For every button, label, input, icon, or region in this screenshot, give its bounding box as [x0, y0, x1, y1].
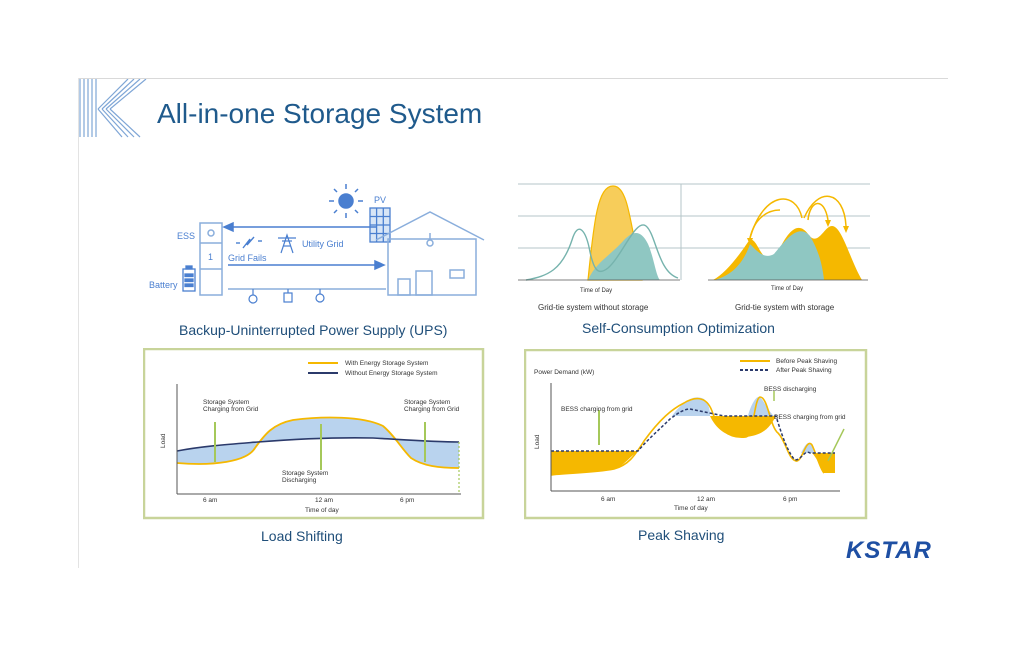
transmission-tower-icon	[278, 233, 296, 254]
svg-text:Time of Day: Time of Day	[580, 288, 612, 294]
svg-text:Storage System: Storage System	[282, 470, 328, 477]
svg-text:Storage System: Storage System	[404, 399, 450, 406]
svg-text:Time of Day: Time of Day	[771, 286, 803, 292]
page-title: All-in-one Storage System	[157, 98, 483, 129]
load-shifting-chart: With Energy Storage System Without Energ…	[143, 348, 485, 520]
svg-text:BESS charging from grid: BESS charging from grid	[561, 406, 633, 413]
svg-text:PV: PV	[374, 195, 386, 205]
svg-text:12 am: 12 am	[697, 496, 715, 503]
svg-text:Charging from Grid: Charging from Grid	[404, 406, 460, 413]
svg-text:Grid-tie system with storage: Grid-tie system with storage	[735, 303, 835, 312]
svg-text:Charging from Grid: Charging from Grid	[203, 406, 259, 413]
k-logo-icon	[79, 79, 147, 138]
svg-text:Time of day: Time of day	[305, 507, 339, 514]
lamp-icon	[248, 294, 258, 304]
kstar-logo: KSTAR	[846, 537, 932, 564]
svg-text:Grid-tie system without storag: Grid-tie system without storage	[538, 303, 649, 312]
svg-text:12 am: 12 am	[315, 497, 333, 504]
sun-icon	[329, 184, 363, 218]
house-icon	[375, 211, 485, 296]
svg-text:With Energy Storage System: With Energy Storage System	[345, 360, 428, 367]
svg-text:Without Energy Storage System: Without Energy Storage System	[345, 370, 438, 377]
ess-cabinet-icon	[199, 222, 223, 296]
battery-icon	[182, 265, 196, 292]
left-rule	[78, 78, 79, 568]
ups-caption: Backup-Uninterrupted Power Supply (UPS)	[179, 322, 448, 338]
svg-text:6 pm: 6 pm	[783, 496, 797, 503]
svg-text:6 am: 6 am	[203, 497, 217, 504]
svg-text:Discharging: Discharging	[282, 477, 317, 484]
svg-text:Power Demand (kW): Power Demand (kW)	[534, 369, 594, 376]
svg-text:Time of day: Time of day	[674, 505, 708, 512]
svg-text:Battery: Battery	[149, 280, 178, 290]
svg-text:Grid Fails: Grid Fails	[228, 253, 267, 263]
svg-text:BESS charging from grid: BESS charging from grid	[774, 414, 846, 421]
fan-icon	[315, 293, 325, 303]
peak-shaving-caption: Peak Shaving	[638, 527, 725, 543]
header-rule	[78, 78, 948, 79]
svg-text:ESS: ESS	[177, 231, 195, 241]
svg-text:Load: Load	[534, 434, 541, 449]
svg-text:6 pm: 6 pm	[400, 497, 414, 504]
svg-text:Storage System: Storage System	[203, 399, 249, 406]
fridge-icon	[283, 292, 293, 303]
self-consumption-caption: Self-Consumption Optimization	[582, 320, 775, 336]
svg-text:6 am: 6 am	[601, 496, 615, 503]
svg-text:BESS discharging: BESS discharging	[764, 386, 817, 393]
svg-text:1: 1	[208, 252, 213, 262]
ups-diagram: PV 1 ESS Battery Utility Grid	[149, 184, 485, 304]
self-consumption-diagram: Time of Day Time of Day Grid-tie system …	[518, 183, 870, 312]
load-shifting-caption: Load Shifting	[261, 528, 343, 544]
pv-panel-icon	[369, 207, 391, 243]
grid-fail-icon	[236, 236, 262, 249]
svg-text:Before Peak Shaving: Before Peak Shaving	[776, 358, 837, 365]
svg-text:Utility Grid: Utility Grid	[302, 239, 344, 249]
svg-text:After Peak Shaving: After Peak Shaving	[776, 367, 832, 374]
peak-shaving-chart: Before Peak Shaving After Peak Shaving P…	[524, 349, 868, 520]
svg-text:Load: Load	[160, 433, 167, 448]
